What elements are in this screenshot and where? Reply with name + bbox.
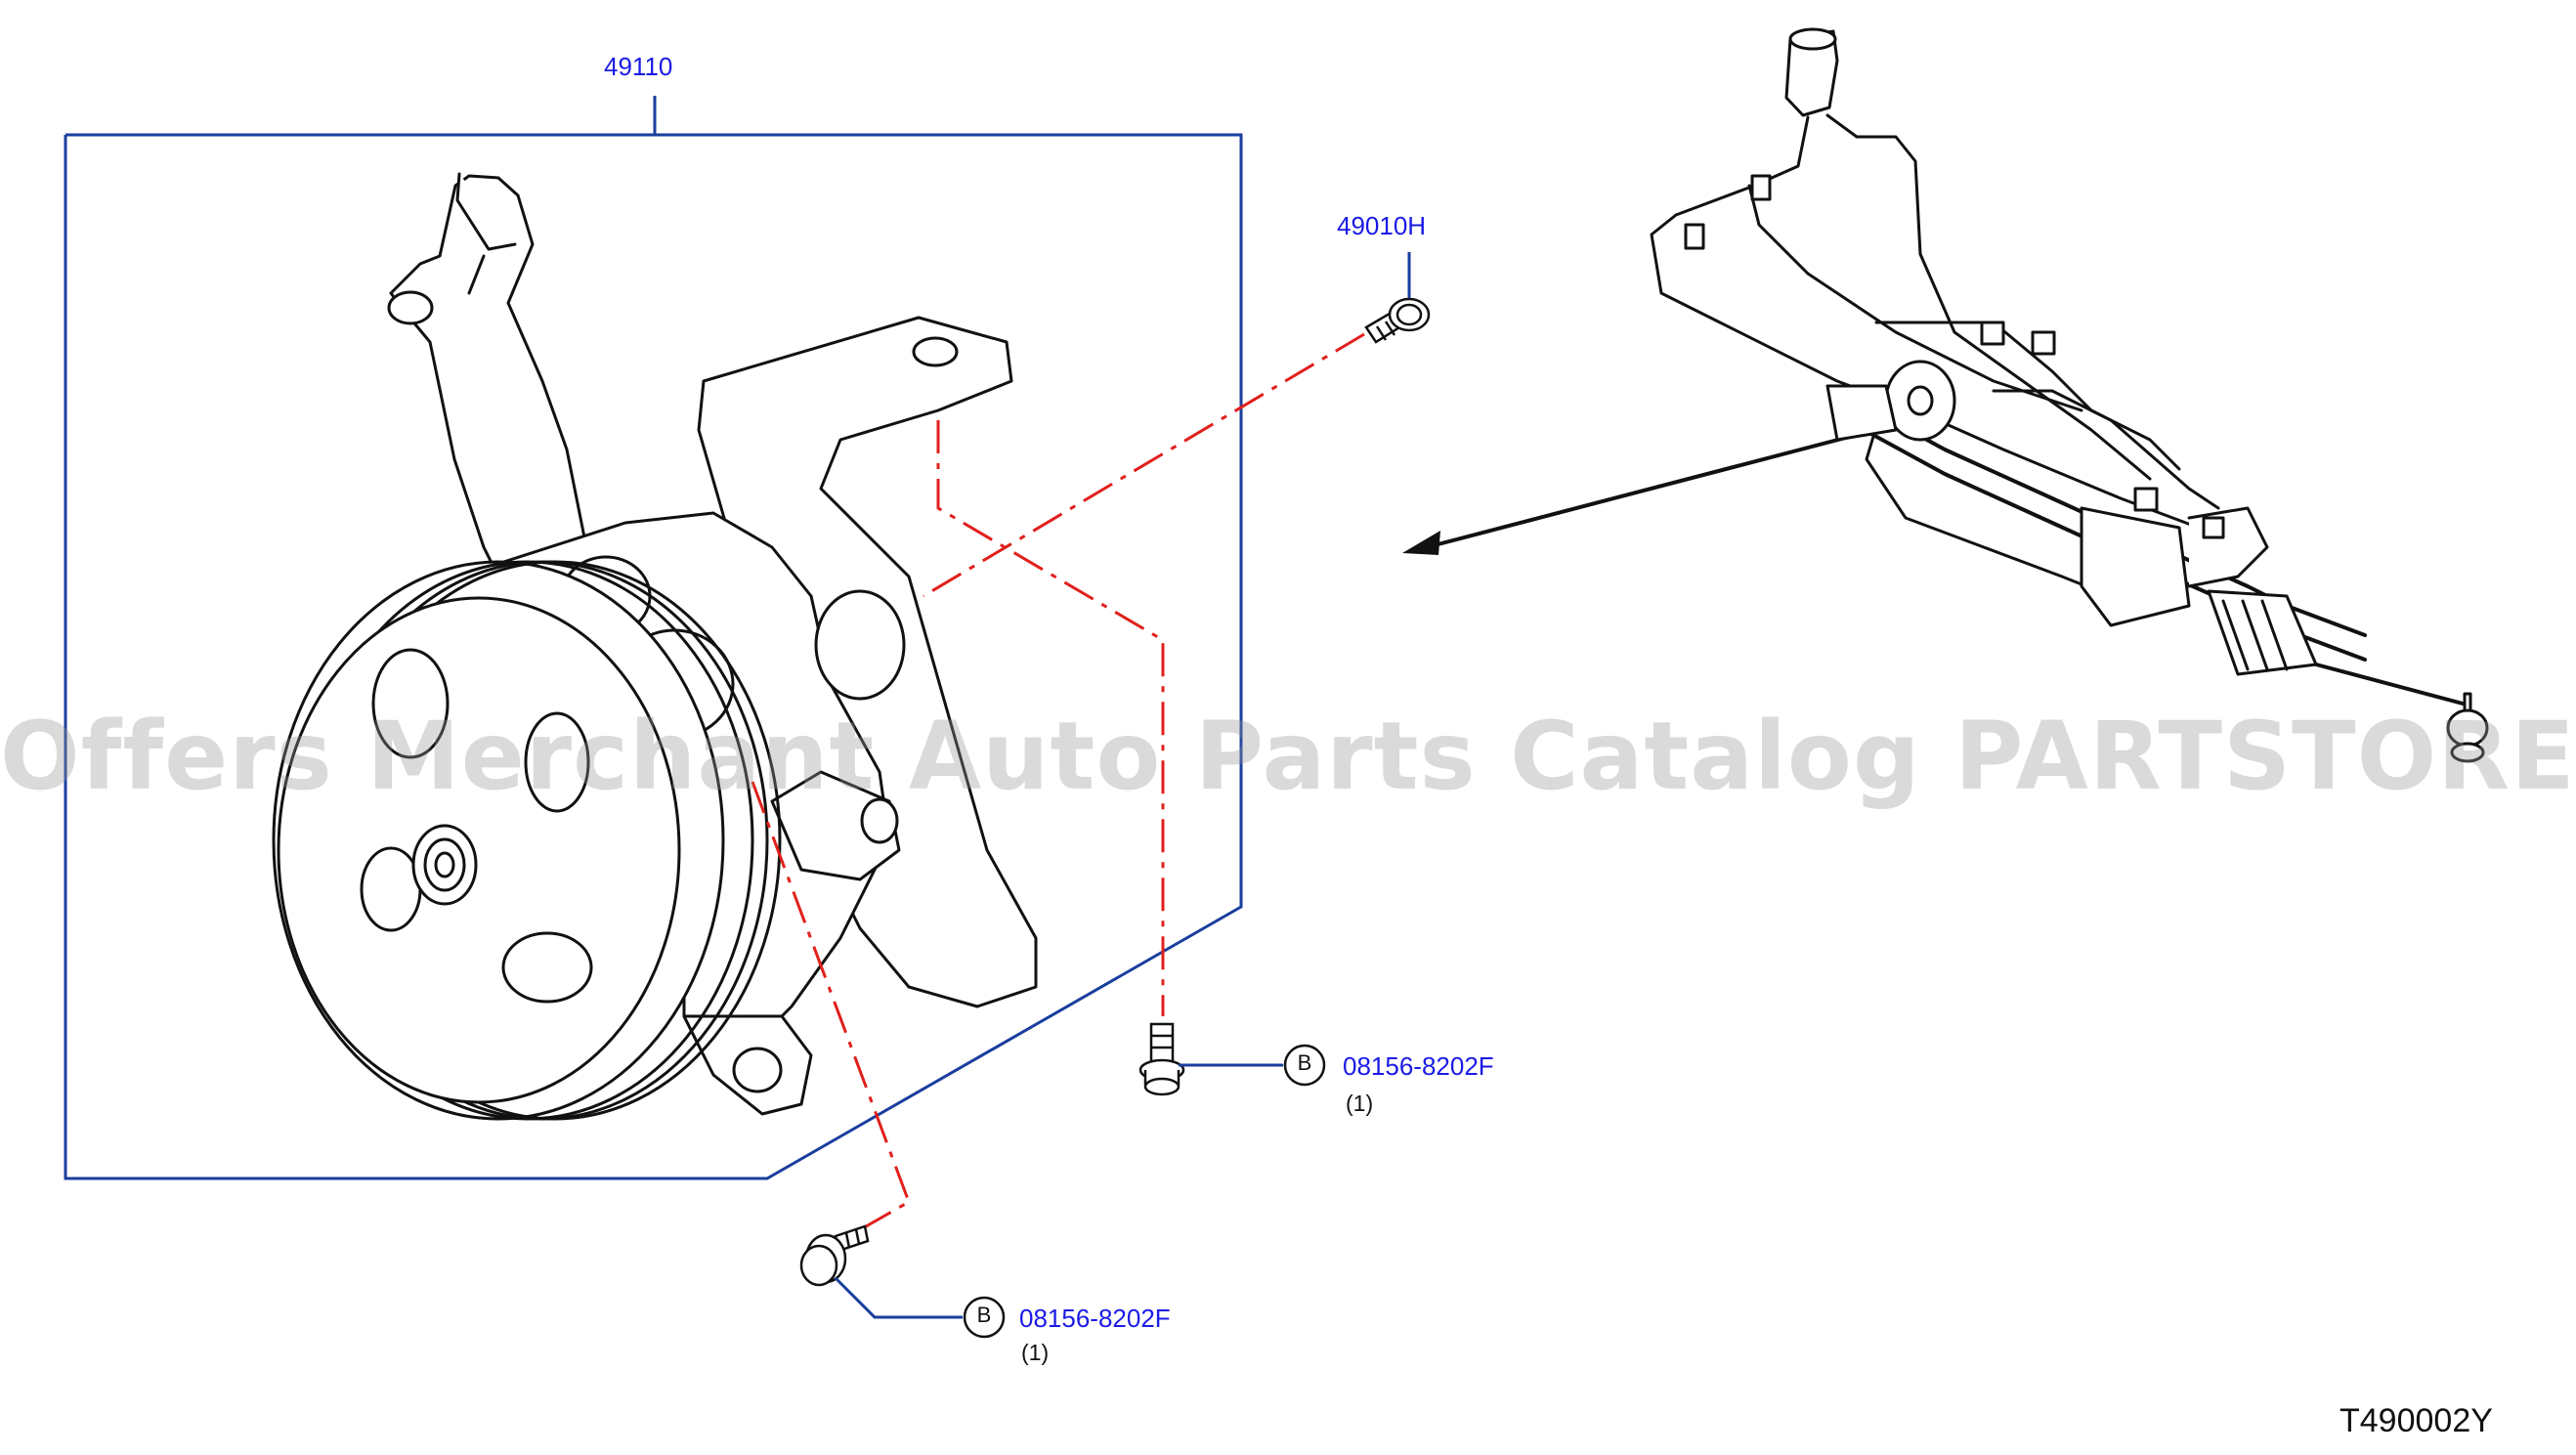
leader-lines <box>834 252 1411 1319</box>
steering-rack-overview <box>1650 27 2489 763</box>
quantity-bottom: (1) <box>1021 1340 1050 1365</box>
marker-b-right: B <box>1297 1050 1312 1075</box>
bolt-bottom-08156 <box>799 1224 870 1287</box>
bolt-49010h <box>1364 297 1431 344</box>
callout-08156-8202f-bottom[interactable]: 08156-8202F <box>1019 1304 1171 1333</box>
location-arrow <box>1402 433 1858 555</box>
diagram-code: T490002Y <box>2340 1402 2493 1439</box>
callout-49110[interactable]: 49110 <box>604 52 673 81</box>
power-steering-pump-illustration <box>272 172 1038 1121</box>
bolt-group-markers <box>963 1044 1326 1339</box>
marker-b-bottom: B <box>976 1303 992 1327</box>
bolt-right-08156 <box>1138 1022 1185 1096</box>
assembly-frame <box>64 96 1243 1180</box>
callout-49010h[interactable]: 49010H <box>1337 211 1427 240</box>
quantity-right: (1) <box>1346 1091 1374 1116</box>
callout-08156-8202f-right[interactable]: 08156-8202F <box>1343 1051 1494 1081</box>
